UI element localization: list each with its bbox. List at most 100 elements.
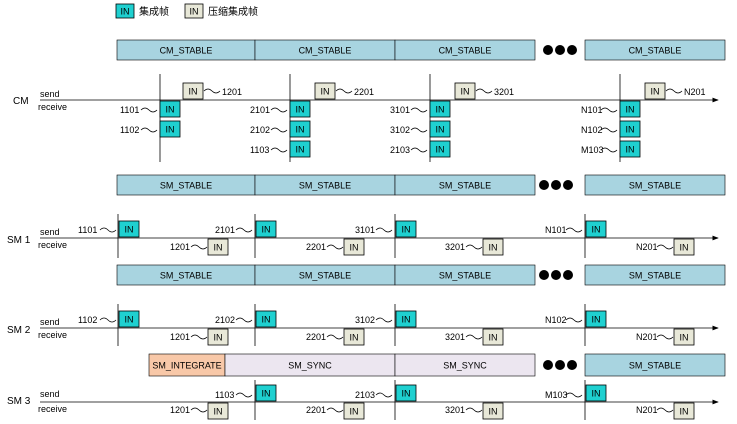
frame-id: 2201: [306, 405, 326, 415]
tilde-connector-icon: [190, 407, 208, 413]
frame-id: 3101: [390, 105, 410, 115]
frame-box-label: IN: [262, 315, 271, 325]
state-label: SM_STABLE: [629, 361, 681, 371]
frame-box-label: IN: [436, 105, 445, 115]
state-label: CM_STABLE: [299, 46, 352, 56]
frame-id: 2102: [250, 125, 270, 135]
tilde-connector-icon: [410, 127, 428, 133]
tilde-connector-icon: [235, 317, 253, 323]
frame-id: 3201: [494, 87, 514, 97]
state-label: CM_STABLE: [160, 46, 213, 56]
row-cm: CM_STABLE CM_STABLE CM_STABLE CM_STABLE …: [13, 39, 726, 162]
frame-id: N101: [545, 225, 567, 235]
compressed-frame: 3201 IN: [445, 402, 504, 420]
receive-label: receive: [38, 102, 67, 112]
legend-integration-frame: IN 集成帧: [115, 3, 169, 19]
compressed-frame: N201 IN: [636, 328, 695, 346]
frame-box-label: IN: [402, 315, 411, 325]
state-bar-sm1: SM_STABLE SM_STABLE SM_STABLE SM_STABLE: [116, 174, 726, 196]
frame-box-label: IN: [626, 125, 635, 135]
send-label: send: [40, 89, 60, 99]
row-sm1: SM_STABLE SM_STABLE SM_STABLE SM_STABLE …: [7, 174, 726, 258]
state-label: SM_STABLE: [160, 271, 212, 281]
frame-id: 2101: [215, 225, 235, 235]
compressed-frame: IN 3201: [454, 82, 514, 100]
state-bar-cm: CM_STABLE CM_STABLE CM_STABLE CM_STABLE: [116, 39, 726, 61]
send-label: send: [40, 227, 60, 237]
frame-id: 2103: [355, 390, 375, 400]
legend-frame-box-label: IN: [121, 7, 130, 17]
frame-id: N101: [581, 105, 603, 115]
frame-box-label: IN: [680, 333, 689, 343]
ellipsis-icon: [543, 360, 577, 370]
frame-id: 2201: [306, 242, 326, 252]
state-label: SM_STABLE: [629, 181, 681, 191]
tilde-connector-icon: [600, 127, 618, 133]
frame-id: 3101: [355, 225, 375, 235]
state-label: SM_STABLE: [439, 271, 491, 281]
integration-frame: 3101 IN: [390, 100, 451, 118]
row-label: SM 1: [7, 235, 31, 246]
frame-id: N102: [545, 315, 567, 325]
tilde-connector-icon: [375, 227, 393, 233]
frame-id: N201: [636, 332, 658, 342]
frame-box-label: IN: [350, 407, 359, 417]
tilde-connector-icon: [140, 127, 158, 133]
tilde-connector-icon: [270, 147, 288, 153]
state-label: SM_STABLE: [629, 271, 681, 281]
integration-frame: 1103 IN: [250, 140, 311, 158]
integration-frame: 1103 IN: [215, 384, 277, 402]
compressed-frame: IN 1201: [182, 82, 242, 100]
integration-frame: 2103 IN: [390, 140, 451, 158]
integration-frame: 1102 IN: [78, 310, 140, 328]
frame-box-label: IN: [592, 225, 601, 235]
frame-box-label: IN: [166, 105, 175, 115]
tilde-connector-icon: [465, 334, 483, 340]
frame-box-label: IN: [402, 389, 411, 399]
compressed-frame: N201 IN: [636, 238, 695, 256]
ellipsis-icon: [539, 270, 573, 280]
state-label: CM_STABLE: [439, 46, 492, 56]
frame-id: 2201: [306, 332, 326, 342]
integration-frame: M103 IN: [581, 140, 641, 158]
tilde-connector-icon: [375, 317, 393, 323]
frame-id: 1201: [170, 332, 190, 342]
frame-id: N201: [636, 242, 658, 252]
frame-box-label: IN: [489, 407, 498, 417]
frame-box-label: IN: [489, 243, 498, 253]
integration-frame: 2101 IN: [250, 100, 311, 118]
frame-id: 3201: [445, 405, 465, 415]
frame-box-label: IN: [626, 145, 635, 155]
compressed-frame: 2201 IN: [306, 328, 365, 346]
state-label: SM_SYNC: [443, 361, 487, 371]
frame-box-label: IN: [402, 225, 411, 235]
state-bar-sm3: SM_INTEGRATE SM_SYNC SM_SYNC SM_STABLE: [148, 353, 726, 377]
frame-box-label: IN: [214, 243, 223, 253]
row-sm2: SM_STABLE SM_STABLE SM_STABLE SM_STABLE …: [7, 264, 726, 346]
tilde-connector-icon: [335, 88, 353, 94]
tilde-connector-icon: [99, 317, 117, 323]
compressed-frame: 1201 IN: [170, 238, 229, 256]
tilde-connector-icon: [410, 107, 428, 113]
state-label: SM_STABLE: [299, 181, 351, 191]
frame-id: 1201: [222, 87, 242, 97]
integration-frame: 3102 IN: [390, 120, 451, 138]
send-label: send: [40, 317, 60, 327]
frame-box-label: IN: [350, 243, 359, 253]
frame-box-label: IN: [189, 87, 198, 97]
frame-id: 2102: [215, 315, 235, 325]
compressed-frame: 3201 IN: [445, 238, 504, 256]
tilde-connector-icon: [600, 147, 618, 153]
row-label: SM 2: [7, 325, 31, 336]
frame-box-label: IN: [626, 105, 635, 115]
state-label: SM_STABLE: [299, 271, 351, 281]
frame-box-label: IN: [436, 145, 445, 155]
state-label: CM_STABLE: [629, 46, 682, 56]
integration-frame: 1102 IN: [120, 120, 181, 138]
compressed-frame: 1201 IN: [170, 328, 229, 346]
row-sm3: SM_INTEGRATE SM_SYNC SM_SYNC SM_STABLE S…: [7, 353, 726, 420]
tilde-connector-icon: [656, 244, 674, 250]
frame-id: 1102: [78, 315, 97, 325]
ellipsis-icon: [539, 180, 573, 190]
